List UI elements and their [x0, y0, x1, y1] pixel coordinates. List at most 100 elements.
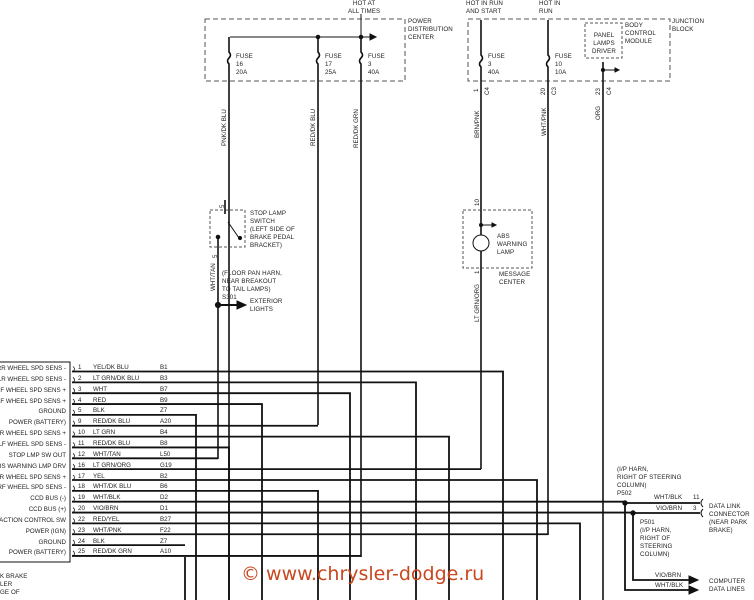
abs-lamp-box [462, 209, 533, 269]
pin-number: 20 [78, 505, 85, 513]
circuit-code: B7 [160, 385, 168, 393]
circuit-code: Z7 [160, 537, 168, 545]
pin-number: 17 [78, 472, 85, 480]
wire-color: RED [93, 396, 107, 404]
wire-color: BLK [93, 537, 105, 545]
pin-1: 1 [473, 88, 480, 92]
wire-color: BLK [93, 407, 105, 415]
pin-number: 12 [78, 450, 85, 458]
pin-23: 23 [595, 88, 602, 95]
pin-number: 19 [78, 494, 85, 502]
pin-function-label: GROUND [38, 538, 67, 546]
circuit-code: B27 [160, 515, 172, 523]
connector-terminal [72, 377, 75, 383]
wire-pin-17 [72, 479, 538, 600]
wire-color: VIO/BRN [93, 505, 119, 513]
wire-label-org: ORG [595, 105, 602, 120]
wire-color: RED/DK BLU [93, 418, 131, 426]
stop-lamp-pin-bottom: 5 [212, 254, 219, 258]
wire-color: YEL [93, 472, 105, 480]
pin-number: 5 [78, 407, 82, 415]
pin-function-label: STOP LMP SW OUT [8, 451, 66, 459]
wire-label-red-dk-blu: RED/DK BLU [310, 108, 317, 146]
pin-function-label: POWER (BATTERY) [8, 549, 66, 557]
connector-terminal [72, 485, 75, 492]
connector-terminal [72, 387, 75, 394]
connector-terminal [72, 507, 75, 513]
wire-pin-2 [72, 381, 417, 600]
junction-block-box [467, 18, 671, 82]
wire-label-wht-pnk: WHT/PNK [541, 107, 548, 136]
connector-terminal [72, 442, 75, 448]
computer-wire-vio-brn: VIO/BRN [655, 572, 682, 579]
pin-number: 2 [78, 374, 82, 382]
circuit-code: A20 [160, 418, 172, 426]
pin-function-label: LF WHEEL SPD SENS - [0, 440, 66, 448]
circuit-code: B9 [160, 396, 168, 404]
pin-20: 20 [540, 88, 547, 95]
connector-terminal [72, 474, 75, 481]
circuit-code: G19 [160, 461, 172, 469]
pin-number: 24 [78, 537, 85, 545]
wire-color: LT GRN [93, 429, 116, 437]
connector-terminal [72, 528, 75, 535]
circuit-code: B8 [160, 439, 168, 447]
circuit-code: B2 [160, 472, 168, 480]
wire-color: WHT/PNK [93, 526, 122, 534]
wire-color: RED/DK GRN [93, 548, 132, 556]
wire-pin-22 [72, 522, 581, 600]
controller-pin-row: LF WHEEL SPD SENS + 4 RED B9 [0, 396, 200, 407]
wire-vio-brn-label: VIO/BRN [656, 505, 683, 512]
wire-pin-5 [72, 414, 197, 600]
pin-11-label: 11 [693, 494, 700, 501]
pin-function-label: POWER (IGN) [25, 527, 66, 535]
power-distribution-center-box [204, 18, 406, 82]
circuit-code: B1 [160, 364, 168, 371]
pin-function-label: CCD BUS (+) [28, 506, 66, 514]
wire-color: LT GRN/DK BLU [93, 374, 140, 382]
connector-terminal [72, 518, 75, 524]
abs-pin-bottom: 1 [474, 270, 481, 274]
stop-lamp-pin-top: 5 [219, 204, 226, 208]
conn-c3: C3 [551, 87, 558, 95]
pin-function-label: RF WHEEL SPD SENS - [0, 484, 66, 492]
pin-number: 9 [78, 418, 82, 426]
circuit-code: F22 [160, 526, 171, 534]
pin-number: 18 [78, 483, 85, 491]
pin-number: 4 [78, 396, 82, 404]
abs-pin-top: 10 [474, 199, 481, 206]
pin-function-label: CCD BUS (-) [30, 495, 66, 503]
pin-function-label: LF WHEEL SPD SENS + [0, 397, 66, 405]
pin-number: 3 [78, 385, 82, 393]
pin-function-label: LR WHEEL SPD SENS + [0, 430, 66, 438]
circuit-code: B6 [160, 483, 168, 491]
wire-color: YEL/DK BLU [93, 364, 129, 371]
pin-number: 11 [78, 439, 85, 447]
wire-pin-18 [72, 489, 319, 600]
pin-number: 16 [78, 461, 85, 469]
wire-label-lt-grn-org: LT GRN/ORG [474, 284, 481, 322]
conn-c4-driver: C4 [606, 87, 613, 95]
